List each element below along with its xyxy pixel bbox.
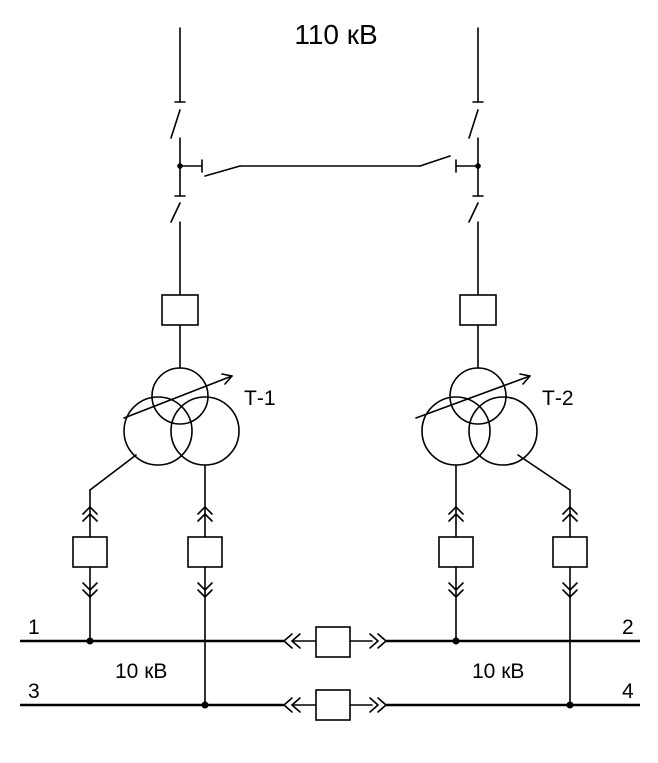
lv-voltage-label-left: 10 кВ: [115, 660, 167, 683]
left-disconnector-upper: [170, 109, 181, 139]
left-disconnector-lower: [170, 202, 181, 223]
t2-regulation-arrow: [415, 375, 531, 419]
bridge-disconnector-left: [204, 165, 241, 177]
lv-cell-2: [187, 506, 223, 706]
lv-cell-3: [438, 506, 474, 642]
bus-3-label: 3: [28, 680, 40, 703]
left-hv-feeder: [161, 27, 199, 369]
right-hv-circuit-breaker: [459, 294, 497, 326]
bridge-disconnector-right: [419, 155, 451, 167]
left-hv-circuit-breaker: [161, 294, 199, 326]
bus-section-switch-lower: [283, 689, 387, 721]
bus-section-switch-upper: [283, 626, 387, 658]
hv-bridge: [177, 155, 481, 177]
lv-cell-4: [552, 506, 588, 706]
lv-voltage-label-right: 10 кВ: [472, 660, 524, 683]
transformer-t1-label: Т-1: [244, 387, 276, 410]
transformer-t1: [89, 367, 240, 538]
transformer-t2: [415, 367, 571, 538]
bus-1-label: 1: [28, 616, 40, 639]
hv-voltage-label: 110 кВ: [294, 19, 377, 50]
lv-cell-1: [72, 506, 108, 642]
bus-4-label: 4: [622, 680, 634, 703]
right-disconnector-lower: [468, 202, 479, 223]
right-hv-feeder: [459, 27, 497, 369]
bus-2-label: 2: [622, 616, 634, 639]
transformer-t2-label: Т-2: [542, 387, 574, 410]
t1-regulation-arrow: [123, 375, 233, 419]
right-disconnector-upper: [468, 109, 479, 139]
